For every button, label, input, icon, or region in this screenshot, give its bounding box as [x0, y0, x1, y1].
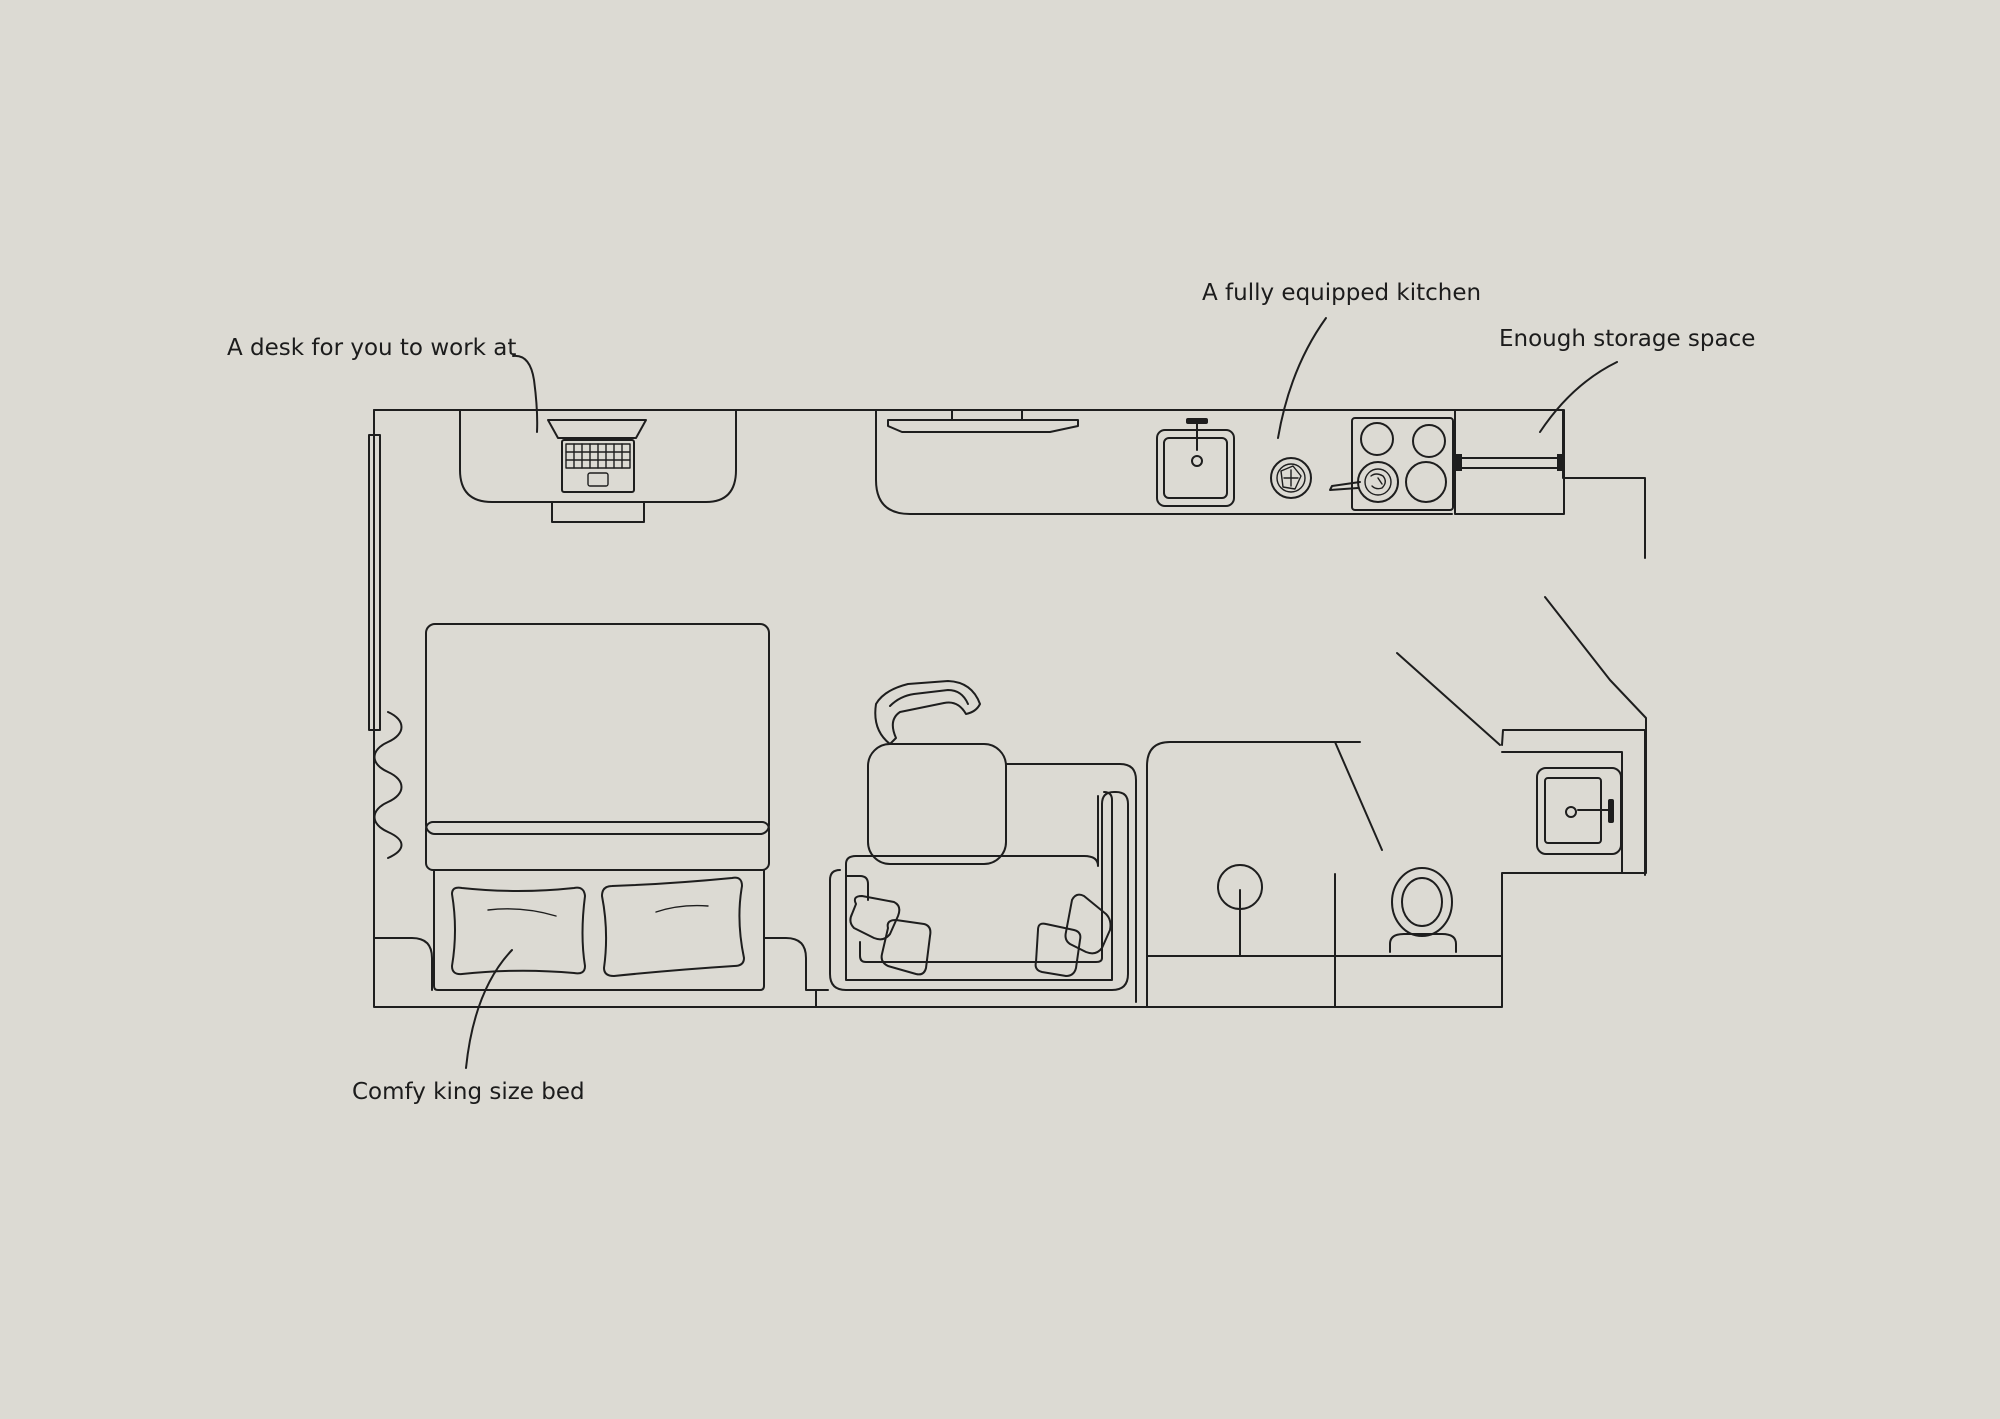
- laptop-icon: [547, 419, 647, 493]
- dining-chair: [867, 680, 1007, 865]
- desk: [459, 409, 737, 523]
- shower-icon: [1217, 864, 1263, 957]
- door-line-bathroom: [1334, 741, 1383, 851]
- entrance-door: [1396, 652, 1501, 746]
- storage-callout-label: Enough storage space: [1499, 326, 1756, 352]
- bathroom: [1146, 741, 1503, 1008]
- basin-icon: [1501, 751, 1623, 874]
- sofa: [829, 763, 1137, 1003]
- stove-icon: [1329, 417, 1454, 511]
- kitchen-sink-icon: [1156, 418, 1235, 507]
- bed-callout-label: Comfy king size bed: [352, 1079, 585, 1105]
- storage-rail: [1456, 454, 1563, 471]
- pot-icon: [1270, 457, 1312, 499]
- callout-lines: [465, 317, 1618, 1069]
- shelf: [887, 409, 1079, 433]
- bedside-tables: [373, 937, 817, 991]
- toilet-icon: [1389, 867, 1457, 953]
- king-size-bed: [425, 623, 770, 991]
- window: [368, 434, 381, 731]
- kitchen-counter: [875, 409, 1565, 515]
- radiator: [373, 711, 403, 859]
- desk-callout-label: A desk for you to work at: [227, 335, 517, 361]
- kitchen-callout-label: A fully equipped kitchen: [1202, 280, 1482, 306]
